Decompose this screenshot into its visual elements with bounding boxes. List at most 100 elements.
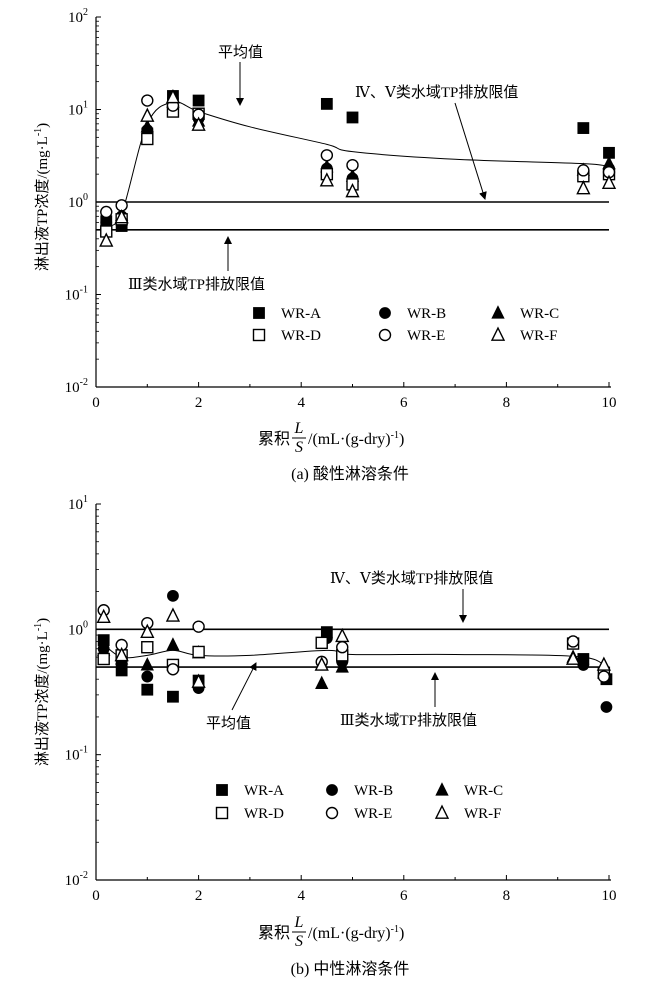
panel-a-y-tick-label-4: 102 [68,7,88,26]
panel-a-legend: WR-A WR-B WR-C WR-D WR-E WR-F [252,305,559,344]
panel-a-lower-limit-label: Ⅲ类水域TP排放限值 [128,276,265,293]
panel-a-legend-label-5: WR-F [520,328,558,344]
panel-b-legend-marker-5 [434,804,450,819]
panel-a-average-curve [105,101,610,227]
panel-b-x-tick-label-5: 10 [602,888,617,904]
panel-a-legend-label-4: WR-E [407,328,445,344]
panel-b-average-line [103,643,607,674]
panel-a-legend-item-5: WR-F [490,326,558,344]
panel-b-x-tick-label-3: 6 [400,888,408,904]
panel-a-xlabel-suffix: /(mL·(g-dry)-1) [308,430,404,448]
panel-b-y-tick-label-1: 10-1 [65,745,88,764]
panel-b-point-wr-a-3 [167,690,179,703]
panel-a-legend-symbol-3 [252,328,266,342]
panel-b-legend-item-3: WR-D [215,806,284,822]
panel-a-legend-symbol-4 [378,328,392,342]
panel-a-legend-item-1: WR-B [379,306,446,322]
panel-a-legend-symbol-5 [490,326,506,341]
panel-b-point-wr-e-4 [192,620,205,633]
panel-b-legend-symbol-4 [325,806,339,820]
panel-a-ylabel: 淋出液TP浓度/(mg·L-1) [33,123,51,271]
panel-a-x-tick-label-5: 10 [602,395,617,411]
panel-b-legend-symbol-3 [215,806,229,820]
panel-a-legend-label-3: WR-D [281,328,321,344]
panel-b-point-wr-c-6 [335,659,349,673]
panel-b-upper-limit-label: Ⅳ、Ⅴ类水域TP排放限值 [330,570,493,587]
panel-b-point-wr-e-7 [566,635,580,648]
panel-a-legend-label-0: WR-A [281,306,321,322]
panel-b-average-arrow [231,662,257,711]
panel-b-xlabel-prefix: 累积 [258,924,290,942]
panel-a-y-tick-label-3: 101 [68,100,88,119]
panel-a-point-wr-f-0 [99,232,114,247]
panel-b-point-wr-f-7 [565,650,581,665]
panel-b-point-wr-f-8 [596,656,611,671]
panel-b-ylabel-text: 淋出液TP浓度/(mg·L-1) [33,618,51,766]
panel-b-xlabel-numerator: L [294,914,304,931]
panel-b-xlabel-denominator: S [295,933,303,950]
panel-b-xlabel-suffix: /(mL·(g-dry)-1) [308,924,404,942]
panel-b-legend-marker-3 [215,806,229,820]
panel-b-legend: WR-A WR-B WR-C WR-D WR-E WR-F [215,782,503,822]
panel-b-legend-symbol-5 [434,804,450,819]
panel-b-x-tick-label-0: 0 [92,888,100,904]
panel-b-point-wr-f-4 [191,673,206,688]
panel-a-legend-item-0: WR-A [253,306,321,322]
panel-b-data-points [96,589,613,713]
panel-b-point-wr-b-8 [600,701,613,713]
panel-a-x-tick-label-2: 4 [297,395,305,411]
panel-b-legend-marker-0 [216,784,228,796]
panel-b-legend-symbol-2 [435,782,449,796]
panel-b-legend-label-2: WR-C [464,783,503,799]
panel-b-legend-marker-4 [325,806,339,820]
panel-a-legend-label-2: WR-C [520,306,559,322]
panel-b-legend-label-3: WR-D [244,806,284,822]
panel-b-caption: (b) 中性淋溶条件 [291,960,410,978]
panel-a-point-wr-a-5 [320,97,333,110]
panel-b-point-wr-f-3 [165,607,181,622]
panel-a-legend-marker-2 [491,305,505,319]
panel-a-point-wr-f-1 [114,209,129,224]
panel-b-ylabel: 淋出液TP浓度/(mg·L-1) [33,618,51,766]
panel-b-legend-item-4: WR-E [325,806,392,822]
panel-a-x-tick-label-0: 0 [92,395,100,411]
panel-b-point-wr-a-2 [141,683,154,696]
panel-a-average-line [105,101,610,227]
panel-b-legend-marker-2 [435,782,449,796]
panel-a-y-tick-label-2: 100 [68,192,88,211]
panel-a-upper-limit-arrow [454,102,487,200]
panel-b-xlabel: 累积 L S /(mL·(g-dry)-1) [258,914,404,950]
panel-b-legend-label-1: WR-B [354,783,393,799]
panel-b-x-tick-label-2: 4 [297,888,305,904]
panel-b-legend-label-4: WR-E [354,806,392,822]
panel-b-point-wr-e-3 [166,663,180,676]
panel-a-point-wr-e-0 [100,205,113,219]
panel-a-xlabel-prefix: 累积 [258,430,290,448]
panel-a-point-wr-f-2 [140,107,155,122]
panel-a-legend-symbol-1 [379,307,391,319]
panel-a-point-wr-f-7 [576,180,591,195]
panel-b-legend-item-1: WR-B [326,783,393,799]
panel-b-point-wr-f-1 [114,646,129,662]
panel-a-point-wr-a-4 [192,94,205,107]
panel-a-legend-item-3: WR-D [252,328,321,344]
panel-a-xlabel-denominator: S [295,439,303,456]
panel-a-xlabel-numerator: L [294,420,304,437]
panel-a-x-tick-label-4: 8 [503,395,511,411]
panel-a-y-tick-label-0: 10-2 [65,377,88,396]
panel-a-point-wr-f-4 [191,116,206,131]
panel-a-point-wr-f-5 [319,172,334,187]
panel-b-point-wr-f-5 [314,656,329,671]
panel-a-point-wr-e-7 [577,164,590,177]
panel-b-y-tick-label-0: 10-2 [65,870,88,889]
panel-b-legend-symbol-0 [216,784,228,796]
panel-a-point-wr-a-6 [346,111,359,124]
panel-a-legend-marker-3 [252,328,266,342]
panel-b-series-wr-f [96,607,611,688]
panel-b-legend-marker-1 [326,784,338,796]
